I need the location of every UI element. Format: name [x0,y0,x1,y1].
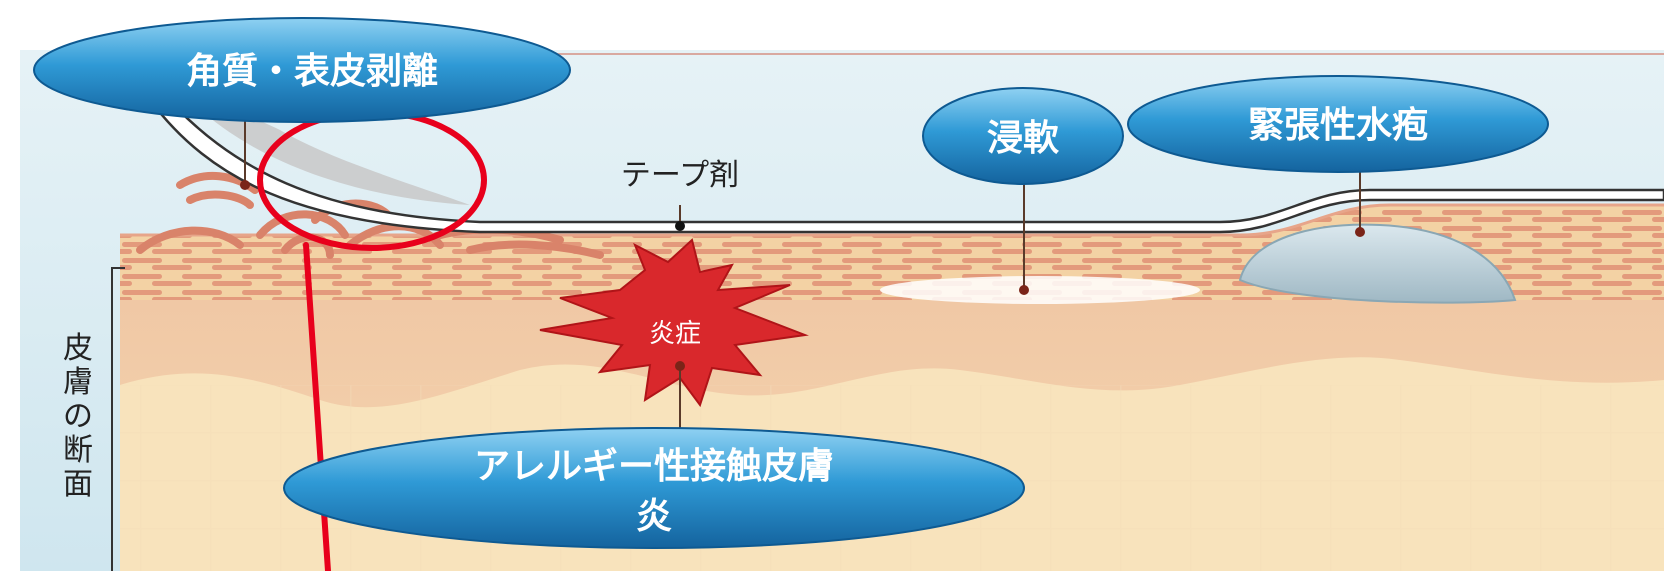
bubble-maceration [922,87,1124,185]
skin-section-char: 皮 [63,331,93,366]
label-allergic-line1: アレルギー性接触皮膚 [474,446,834,487]
tape-strip [148,88,1664,234]
label-maceration: 浸軟 [987,118,1060,159]
leader-lines [244,110,1361,440]
bubble-stratum-stripping [33,17,571,123]
skin-section-char: 面 [63,467,93,502]
highlight-pointer-line [303,242,331,571]
inflammation-burst [539,238,809,408]
label-tension-blister: 緊張性水疱 [1248,105,1428,146]
skin-section-bracket [111,267,125,571]
tension-blister [1238,223,1517,304]
maceration-area [880,276,1200,304]
bubble-tension-blister [1127,75,1549,173]
label-allergic-line2: 炎 [636,496,672,537]
skin-section-char: 断 [63,433,93,468]
label-tape: テープ剤 [621,158,739,193]
skin-section-char: 膚 [63,365,93,400]
bubble-allergic-dermatitis [283,427,1025,549]
label-inflammation: 炎症 [649,319,701,349]
label-skin-section: 皮 膚 の 断 面 [63,331,93,502]
leader-dots [240,180,1365,371]
label-stratum-stripping: 角質・表皮剥離 [186,51,438,92]
skin-section-char: の [63,399,93,434]
